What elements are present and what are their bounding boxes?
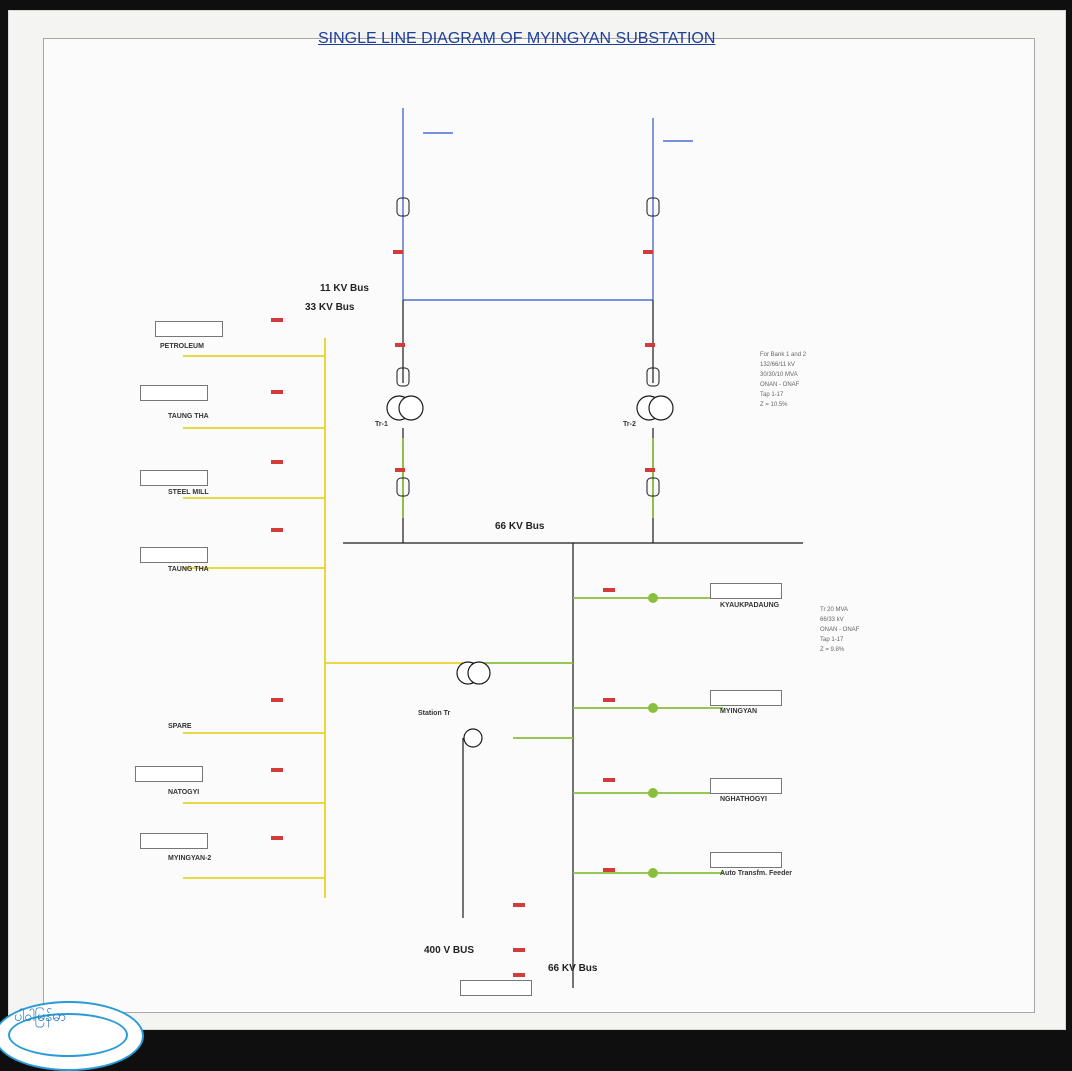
legend-nghathogyi xyxy=(710,778,782,794)
notes-right-mid: Tr 20 MVA 66/33 kV ONAN - ONAF Tap 1-17 … xyxy=(820,605,859,655)
bus-label-11kv: 11 KV Bus xyxy=(320,283,369,294)
isolator-symbols xyxy=(396,197,660,497)
note-line: Tap 1-17 xyxy=(820,637,844,643)
breaker-marks xyxy=(271,250,655,977)
note-line: 66/33 kV xyxy=(820,617,844,623)
bus-label-66kv-main: 66 KV Bus xyxy=(495,521,545,532)
note-line: Z = 10.5% xyxy=(760,402,788,408)
bus-label-400v: 400 V BUS xyxy=(424,945,475,956)
transformer-label-station: Station Tr xyxy=(418,710,451,717)
legend-spare xyxy=(135,766,203,782)
notes-right-top: For Bank 1 and 2 132/66/11 kV 30/30/10 M… xyxy=(760,350,806,410)
drawing-sheet xyxy=(43,38,1035,1013)
legend-kyaukpadaung xyxy=(710,583,782,599)
note-line: Z = 9.8% xyxy=(820,647,845,653)
bus-label-33kv: 33 KV Bus xyxy=(305,302,355,313)
note-line: Tr 20 MVA xyxy=(820,607,849,613)
utility-logo-text: ပါဝါမြန်မာ xyxy=(14,1008,67,1024)
note-line: Tap 1-17 xyxy=(760,392,784,398)
feeder-equipment-dots xyxy=(648,593,658,878)
legend-lower-bus xyxy=(460,980,532,996)
feeder-label-left-0: PETROLEUM xyxy=(160,343,204,350)
legend-myingyan xyxy=(710,690,782,706)
diagram-title: SINGLE LINE DIAGRAM OF MYINGYAN SUBSTATI… xyxy=(318,30,716,47)
feeder-label-right-0: KYAUKPADAUNG xyxy=(720,602,780,609)
transformer-symbols xyxy=(386,395,674,748)
feeder-label-left-3: TAUNG THA xyxy=(168,566,209,573)
legend-natogyi xyxy=(140,833,208,849)
upper-bus-section xyxy=(402,108,693,301)
feeder-label-left-2: STEEL MILL xyxy=(168,489,209,496)
feeder-33kv-section xyxy=(183,338,463,898)
legend-steel-mill xyxy=(140,470,208,486)
note-line: 30/30/10 MVA xyxy=(760,372,798,378)
legend-taung-tha-1 xyxy=(140,385,208,401)
note-line: ONAN - ONAF xyxy=(820,627,860,633)
feeder-label-right-2: NGHATHOGYI xyxy=(720,796,767,803)
note-line: For Bank 1 and 2 xyxy=(760,352,807,358)
feeder-66kv-section xyxy=(402,438,723,874)
feeder-label-right-1: MYINGYAN xyxy=(720,708,758,715)
utility-logo: ပါဝါမြန်မာ xyxy=(0,1001,144,1071)
feeder-label-left-4: SPARE xyxy=(168,723,192,730)
feeder-label-left-6: MYINGYAN-2 xyxy=(168,855,212,862)
legend-taung-tha-2 xyxy=(140,547,208,563)
transformer-label-2: Tr-2 xyxy=(623,421,636,428)
transformer-label-1: Tr-1 xyxy=(375,421,388,428)
bus-label-66kv-lower: 66 KV Bus xyxy=(548,963,598,974)
feeder-label-right-3: Auto Transfm. Feeder xyxy=(720,870,792,877)
note-line: ONAN - ONAF xyxy=(760,382,800,388)
single-line-diagram xyxy=(183,108,803,988)
legend-petroleum xyxy=(155,321,223,337)
feeder-label-left-1: TAUNG THA xyxy=(168,413,209,420)
note-line: 132/66/11 kV xyxy=(760,362,795,368)
dark-branches xyxy=(343,300,803,988)
feeder-label-left-5: NATOGYI xyxy=(168,789,200,796)
legend-auto-transformer xyxy=(710,852,782,868)
